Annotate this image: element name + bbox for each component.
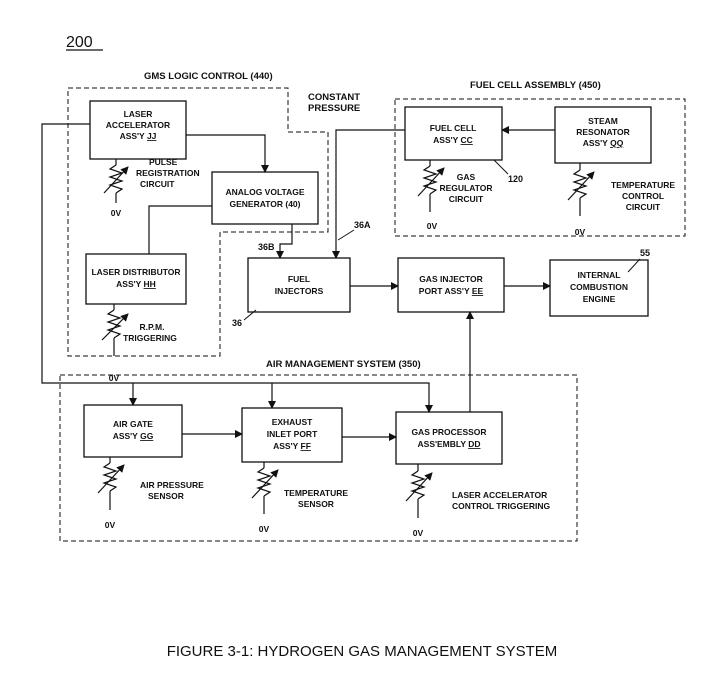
ground-label-pulse: 0V — [111, 208, 122, 218]
figure-caption: FIGURE 3-1: HYDROGEN GAS MANAGEMENT SYST… — [167, 643, 558, 660]
gas-processor-line1: GAS PROCESSOR — [411, 427, 486, 437]
laser-accelerator-block — [89, 100, 187, 160]
svg-text:CONTROL TRIGGERING: CONTROL TRIGGERING — [452, 501, 550, 511]
ref-120-leader — [493, 159, 509, 175]
laser-accelerator-line1: LASER — [124, 109, 153, 119]
wire-avg-to-fuel-injectors — [276, 224, 293, 259]
engine-line1: INTERNAL — [578, 270, 621, 280]
ref-55-leader — [627, 258, 641, 273]
steam-resonator-block — [554, 106, 652, 164]
analog-voltage-line2: GENERATOR (40) — [229, 199, 300, 209]
gas-injector-line1: GAS INJECTOR — [419, 274, 483, 284]
temperature-sensor-label: TEMPERATURE SENSOR — [284, 488, 348, 509]
laser-distributor-block — [85, 253, 187, 305]
svg-text:PULSE: PULSE — [149, 157, 178, 167]
variable-resistor-pulse: 0V — [103, 159, 129, 218]
svg-text:GAS: GAS — [457, 172, 476, 182]
constant-pressure-label: CONSTANT PRESSURE — [308, 92, 360, 114]
ground-label-temp-control: 0V — [575, 227, 586, 237]
engine-line3: ENGINE — [583, 294, 616, 304]
air-pressure-sensor-label: AIR PRESSURE SENSOR — [140, 480, 204, 501]
steam-code: ASS'Y QQ — [583, 138, 624, 148]
svg-text:CONSTANT: CONSTANT — [308, 92, 360, 103]
ground-label-rpm: 0V — [109, 373, 120, 383]
wire-fuel-cell-to-fuel-injectors — [332, 129, 405, 259]
ref-36: 36 — [232, 318, 242, 328]
gms-logic-control-outline — [67, 87, 329, 357]
ref-120: 120 — [508, 174, 523, 184]
variable-resistor-gas-regulator: 0V — [417, 160, 445, 231]
ref-36a: 36A — [354, 220, 371, 230]
figure-number: 200 — [66, 34, 93, 51]
air-management-label: AIR MANAGEMENT SYSTEM (350) — [266, 359, 421, 370]
svg-text:TEMPERATURE: TEMPERATURE — [611, 180, 675, 190]
fuel-cell-assembly-outline — [394, 98, 686, 237]
svg-text:CONTROL: CONTROL — [622, 191, 664, 201]
wire-laser-dist-to-avg — [148, 205, 212, 254]
svg-text:CIRCUIT: CIRCUIT — [626, 202, 661, 212]
svg-text:TEMPERATURE: TEMPERATURE — [284, 488, 348, 498]
wire-laser-accel-to-avg — [186, 134, 269, 173]
fuel-cell-block — [404, 106, 503, 161]
air-management-outline — [59, 374, 578, 542]
rpm-triggering-label: R.P.M. TRIGGERING — [123, 322, 177, 343]
analog-voltage-line1: ANALOG VOLTAGE — [225, 187, 304, 197]
steam-line1: STEAM — [588, 116, 618, 126]
steam-line2: RESONATOR — [576, 127, 630, 137]
gms-logic-control-label: GMS LOGIC CONTROL (440) — [144, 71, 273, 82]
exhaust-line1: EXHAUST — [272, 417, 313, 427]
fuel-injectors-line2: INJECTORS — [275, 286, 324, 296]
svg-text:AIR PRESSURE: AIR PRESSURE — [140, 480, 204, 490]
svg-text:R.P.M.: R.P.M. — [140, 322, 165, 332]
ref-55: 55 — [640, 248, 650, 258]
laser-accelerator-line2: ACCELERATOR — [106, 120, 170, 130]
fuel-injectors-line1: FUEL — [288, 274, 310, 284]
fuel-cell-assembly-label: FUEL CELL ASSEMBLY (450) — [470, 80, 601, 91]
svg-text:SENSOR: SENSOR — [298, 499, 334, 509]
temperature-control-label: TEMPERATURE CONTROL CIRCUIT — [611, 180, 675, 212]
ground-label-temp-sensor: 0V — [259, 524, 270, 534]
svg-text:REGISTRATION: REGISTRATION — [136, 168, 200, 178]
gas-processor-code: ASS'EMBLY DD — [418, 439, 481, 449]
ref-36a-leader — [337, 229, 355, 241]
svg-text:TRIGGERING: TRIGGERING — [123, 333, 177, 343]
engine-line2: COMBUSTION — [570, 282, 628, 292]
gas-processor-block — [395, 411, 503, 465]
laser-distributor-code: ASS'Y HH — [116, 279, 156, 289]
exhaust-line2: INLET PORT — [267, 429, 318, 439]
gas-injector-port-block — [397, 257, 505, 313]
variable-resistor-laser-trigger: 0V — [405, 464, 433, 538]
analog-voltage-generator-block — [211, 171, 319, 225]
fuel-cell-code: ASS'Y CC — [433, 135, 473, 145]
laser-distributor-line1: LASER DISTRIBUTOR — [91, 267, 180, 277]
air-gate-code: ASS'Y GG — [113, 431, 154, 441]
variable-resistor-temp-sensor: 0V — [251, 462, 279, 534]
ref-36-leader — [243, 309, 257, 321]
variable-resistor-rpm: 0V — [101, 304, 129, 383]
svg-text:LASER ACCELERATOR: LASER ACCELERATOR — [452, 490, 547, 500]
svg-text:PRESSURE: PRESSURE — [308, 103, 360, 114]
gas-regulator-label: GAS REGULATOR CIRCUIT — [439, 172, 492, 204]
svg-text:REGULATOR: REGULATOR — [439, 183, 492, 193]
variable-resistor-temp-control: 0V — [567, 163, 595, 237]
ref-36b: 36B — [258, 242, 275, 252]
laser-accelerator-triggering-label: LASER ACCELERATOR CONTROL TRIGGERING — [452, 490, 550, 511]
ground-label-gas-regulator: 0V — [427, 221, 438, 231]
ground-label-air-pressure: 0V — [105, 520, 116, 530]
laser-accelerator-code: ASS'Y JJ — [120, 131, 157, 141]
exhaust-code: ASS'Y FF — [273, 441, 311, 451]
fuel-injectors-block — [247, 257, 351, 313]
air-gate-line1: AIR GATE — [113, 419, 153, 429]
svg-text:CIRCUIT: CIRCUIT — [140, 179, 175, 189]
variable-resistor-air-pressure: 0V — [97, 457, 125, 530]
fuel-cell-line1: FUEL CELL — [430, 123, 477, 133]
wire-laser-accel-bus — [41, 123, 433, 413]
svg-text:SENSOR: SENSOR — [148, 491, 184, 501]
gas-injector-code: PORT ASS'Y EE — [419, 286, 484, 296]
ground-label-laser-trigger: 0V — [413, 528, 424, 538]
svg-text:CIRCUIT: CIRCUIT — [449, 194, 484, 204]
pulse-registration-label: PULSE REGISTRATION CIRCUIT — [136, 157, 200, 189]
